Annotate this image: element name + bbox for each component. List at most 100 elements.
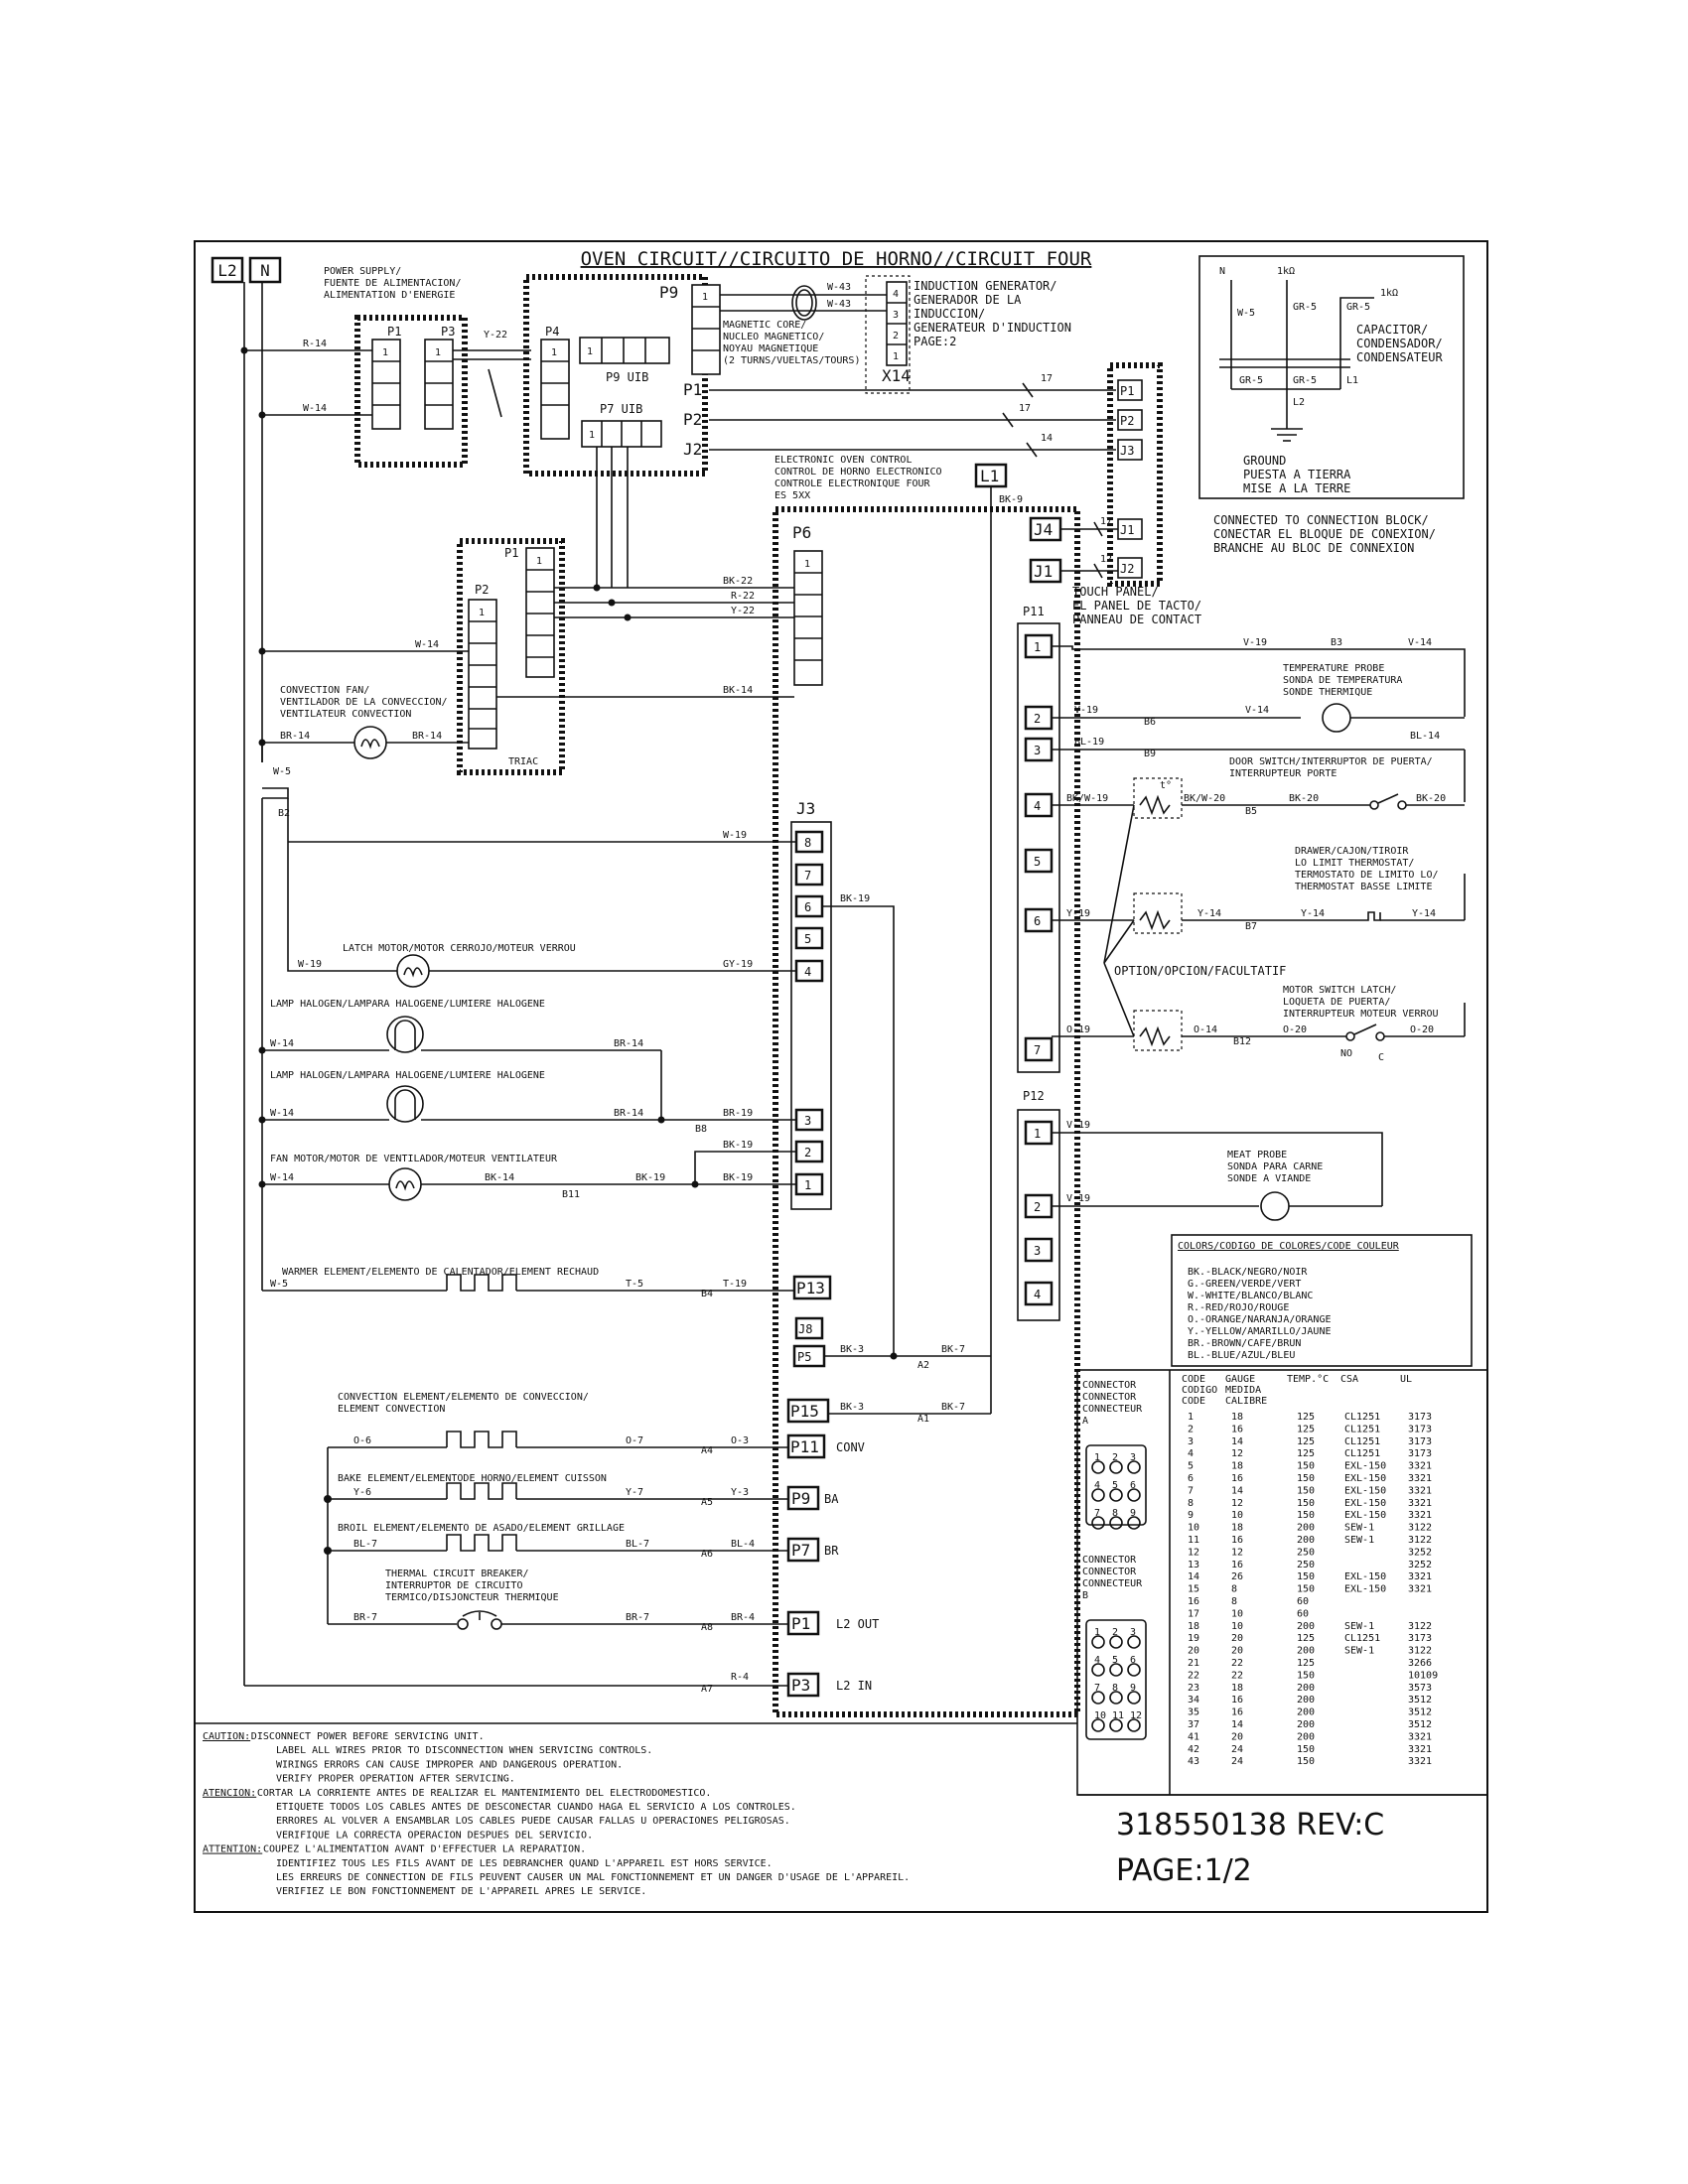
svg-text:1: 1 [1034, 640, 1041, 654]
table-cell: 6 [1188, 1473, 1194, 1484]
table-cell: 12 [1188, 1547, 1199, 1558]
outer-frame [194, 240, 1488, 1913]
p9-bake-connector [786, 1485, 820, 1511]
wire-label: R-14 [303, 339, 327, 349]
table-cell: 16 [1231, 1535, 1243, 1546]
table-cell: 19 [1188, 1633, 1199, 1644]
touch-panel-connectors: P1 P2 J3 J1 J2 [1117, 379, 1143, 579]
svg-text:1: 1 [804, 1178, 811, 1192]
pin-circle [1127, 1691, 1141, 1705]
table-cell: 16 [1231, 1560, 1243, 1570]
table-cell: 14 [1231, 1436, 1243, 1447]
table-cell: 18 [1188, 1621, 1199, 1632]
table-cell: 7 [1188, 1485, 1194, 1496]
table-cell: 5 [1188, 1461, 1194, 1472]
p7-broil-connector [786, 1537, 820, 1563]
tp-p1: P1 [1120, 384, 1134, 398]
pin-circle [1109, 1488, 1123, 1502]
pin-circle [1091, 1718, 1105, 1732]
p11-pins: 1 2 3 4 5 6 7 [1024, 633, 1054, 1062]
latch-motor [396, 954, 430, 988]
p11-block [1017, 622, 1060, 1073]
table-cell: 20 [1231, 1731, 1243, 1742]
wire-label: W-14 [270, 1172, 294, 1183]
wire-label: A4 [701, 1445, 713, 1456]
table-cell: CL1251 [1344, 1448, 1380, 1459]
table-cell: 150 [1297, 1670, 1315, 1681]
p5-label: P5 [797, 1350, 811, 1364]
induction-connector-box [865, 275, 911, 394]
table-cell: 3512 [1408, 1719, 1432, 1730]
p9b-label: P9 [791, 1489, 810, 1508]
l2-label: L2 [217, 261, 236, 280]
p4-block: 1 [540, 339, 570, 440]
table-cell: 3321 [1408, 1571, 1432, 1582]
svg-text:6: 6 [1034, 914, 1041, 928]
magnetic-core [791, 285, 817, 321]
caution-label: CAUTION: [203, 1731, 250, 1742]
wire-label: O-20 [1283, 1024, 1307, 1035]
table-header: TEMP.°C [1287, 1374, 1329, 1385]
triac-p1-label: P1 [504, 546, 518, 560]
wire-label: Y-14 [1412, 908, 1436, 919]
p9-uib-block: 1 [579, 337, 670, 364]
table-cell: 150 [1297, 1756, 1315, 1767]
p6-block: 1 [793, 550, 823, 686]
wire-label: V-19 [1243, 637, 1267, 648]
svg-text:4: 4 [893, 289, 899, 300]
warmer-element [446, 1274, 517, 1292]
conv-label: CONV [836, 1440, 865, 1454]
svg-text:1: 1 [589, 430, 595, 441]
table-cell: 3122 [1408, 1535, 1432, 1546]
table-cell: EXL-150 [1344, 1510, 1386, 1521]
table-cell: 10 [1231, 1510, 1243, 1521]
bake-element-label: BAKE ELEMENT/ELEMENTODE HORNO/ELEMENT CU… [338, 1473, 607, 1484]
wire-label: B5 [1245, 806, 1257, 817]
wire-label: Y-7 [626, 1487, 643, 1498]
table-cell: 3321 [1408, 1485, 1432, 1496]
table-cell: 4 [1188, 1448, 1194, 1459]
pin-number: 9 [1130, 1683, 1136, 1694]
table-cell: 150 [1297, 1584, 1315, 1595]
x14-label: X14 [882, 366, 911, 385]
pin-number: 6 [1130, 1655, 1136, 1666]
p1-l2out-connector [786, 1610, 820, 1636]
wire-label: B2 [278, 808, 290, 819]
table-header: CSA [1340, 1374, 1358, 1385]
table-cell: 200 [1297, 1523, 1315, 1534]
table-cell: 3321 [1408, 1498, 1432, 1509]
table-cell: 18 [1231, 1461, 1243, 1472]
wire-label: 12 [1100, 554, 1112, 565]
table-cell: 8 [1231, 1584, 1237, 1595]
wire-label: A8 [701, 1622, 713, 1633]
pin-circle [1091, 1691, 1105, 1705]
table-cell: 200 [1297, 1731, 1315, 1742]
p9-uib-label: P9 UIB [606, 370, 648, 384]
svg-text:1: 1 [551, 347, 557, 358]
table-cell: 3266 [1408, 1658, 1432, 1669]
wire-label: GR-5 [1293, 302, 1317, 313]
wire-label: B9 [1144, 749, 1156, 759]
table-cell: SEW-1 [1344, 1621, 1374, 1632]
wire-label: V-19 [1066, 1193, 1090, 1204]
pin-number: 10 [1094, 1710, 1106, 1721]
gnd-l2: 1kΩ [1277, 266, 1295, 277]
table-cell: 2 [1188, 1424, 1194, 1434]
table-cell: 60 [1297, 1596, 1309, 1607]
p12-label: P12 [1023, 1089, 1045, 1103]
p7b-label: P7 [791, 1541, 810, 1560]
j3-block [790, 821, 832, 1210]
table-cell: 12 [1231, 1498, 1243, 1509]
pin-number: 8 [1112, 1508, 1118, 1519]
table-cell: 16 [1231, 1695, 1243, 1706]
svg-text:5: 5 [1034, 855, 1041, 869]
table-cell: 20 [1231, 1646, 1243, 1657]
svg-text:1: 1 [587, 346, 593, 357]
ps-p3-block: 1 [424, 339, 454, 430]
